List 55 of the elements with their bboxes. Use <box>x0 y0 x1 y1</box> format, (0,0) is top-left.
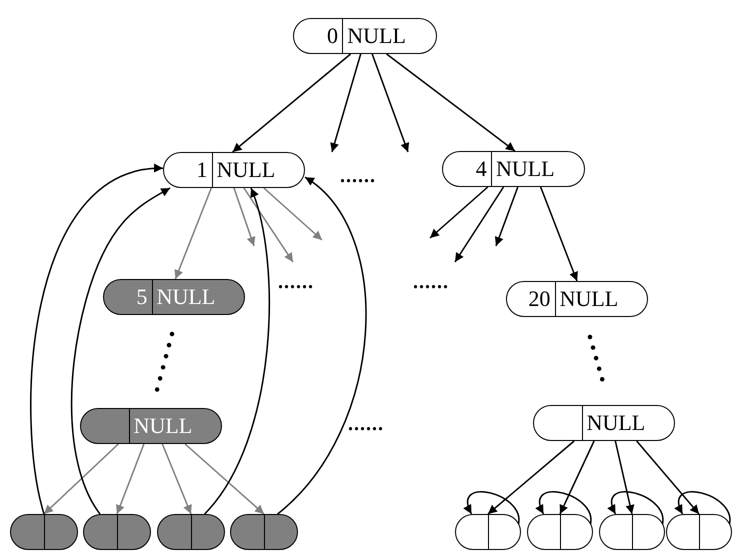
arrow <box>372 54 410 152</box>
arrow <box>277 176 366 515</box>
tree-node <box>666 514 732 550</box>
pointer-text: NULL <box>134 415 192 437</box>
arrow <box>488 440 575 515</box>
arrow <box>540 186 578 282</box>
node-key: 0 <box>327 25 338 47</box>
node-key: 1 <box>196 159 208 181</box>
arrow <box>30 164 164 514</box>
arrow <box>233 188 256 246</box>
tree-node <box>83 514 151 550</box>
tree-node <box>157 514 225 550</box>
arrow <box>162 444 192 514</box>
ellipsis-text: ...... <box>278 272 314 292</box>
arrow <box>263 187 322 241</box>
ellipsis-text: ...... <box>413 272 449 292</box>
tree-node <box>10 514 78 550</box>
arrow <box>204 188 270 514</box>
arrow <box>386 53 516 152</box>
pointer-text: NULL <box>156 286 216 308</box>
tree-node <box>455 514 521 550</box>
node-key: 20 <box>528 288 550 310</box>
arrow <box>243 188 294 262</box>
arrow <box>232 53 352 153</box>
arrow <box>70 187 170 514</box>
pointer-text: NULL <box>496 158 555 180</box>
arrow <box>184 443 264 515</box>
pointer-text: NULL <box>560 288 618 310</box>
node-key: 4 <box>476 158 487 180</box>
tree-node <box>599 514 665 550</box>
arrow <box>454 186 504 262</box>
tree-node <box>163 152 305 188</box>
tree-node <box>103 279 245 315</box>
arrow <box>116 444 145 514</box>
tree-node <box>230 514 298 550</box>
node-key: 5 <box>136 286 148 308</box>
tree-node <box>293 18 437 54</box>
arrow <box>636 440 700 514</box>
arrow <box>330 54 362 152</box>
arrow <box>614 440 634 514</box>
pointer-text: NULL <box>347 25 406 47</box>
tree-node <box>527 514 593 550</box>
arrow <box>559 440 595 514</box>
ellipsis-text: ...... <box>348 414 384 434</box>
arrow <box>43 443 119 515</box>
pointer-text: NULL <box>586 412 646 434</box>
pointer-text: NULL <box>216 159 276 181</box>
ellipsis-text: ...... <box>340 166 376 186</box>
tree-node <box>442 151 585 187</box>
arrow <box>430 186 488 239</box>
tree-node <box>506 281 648 317</box>
arrow <box>494 186 518 246</box>
tree-node <box>533 405 675 441</box>
arrow <box>174 188 212 280</box>
tree-node <box>80 408 222 444</box>
